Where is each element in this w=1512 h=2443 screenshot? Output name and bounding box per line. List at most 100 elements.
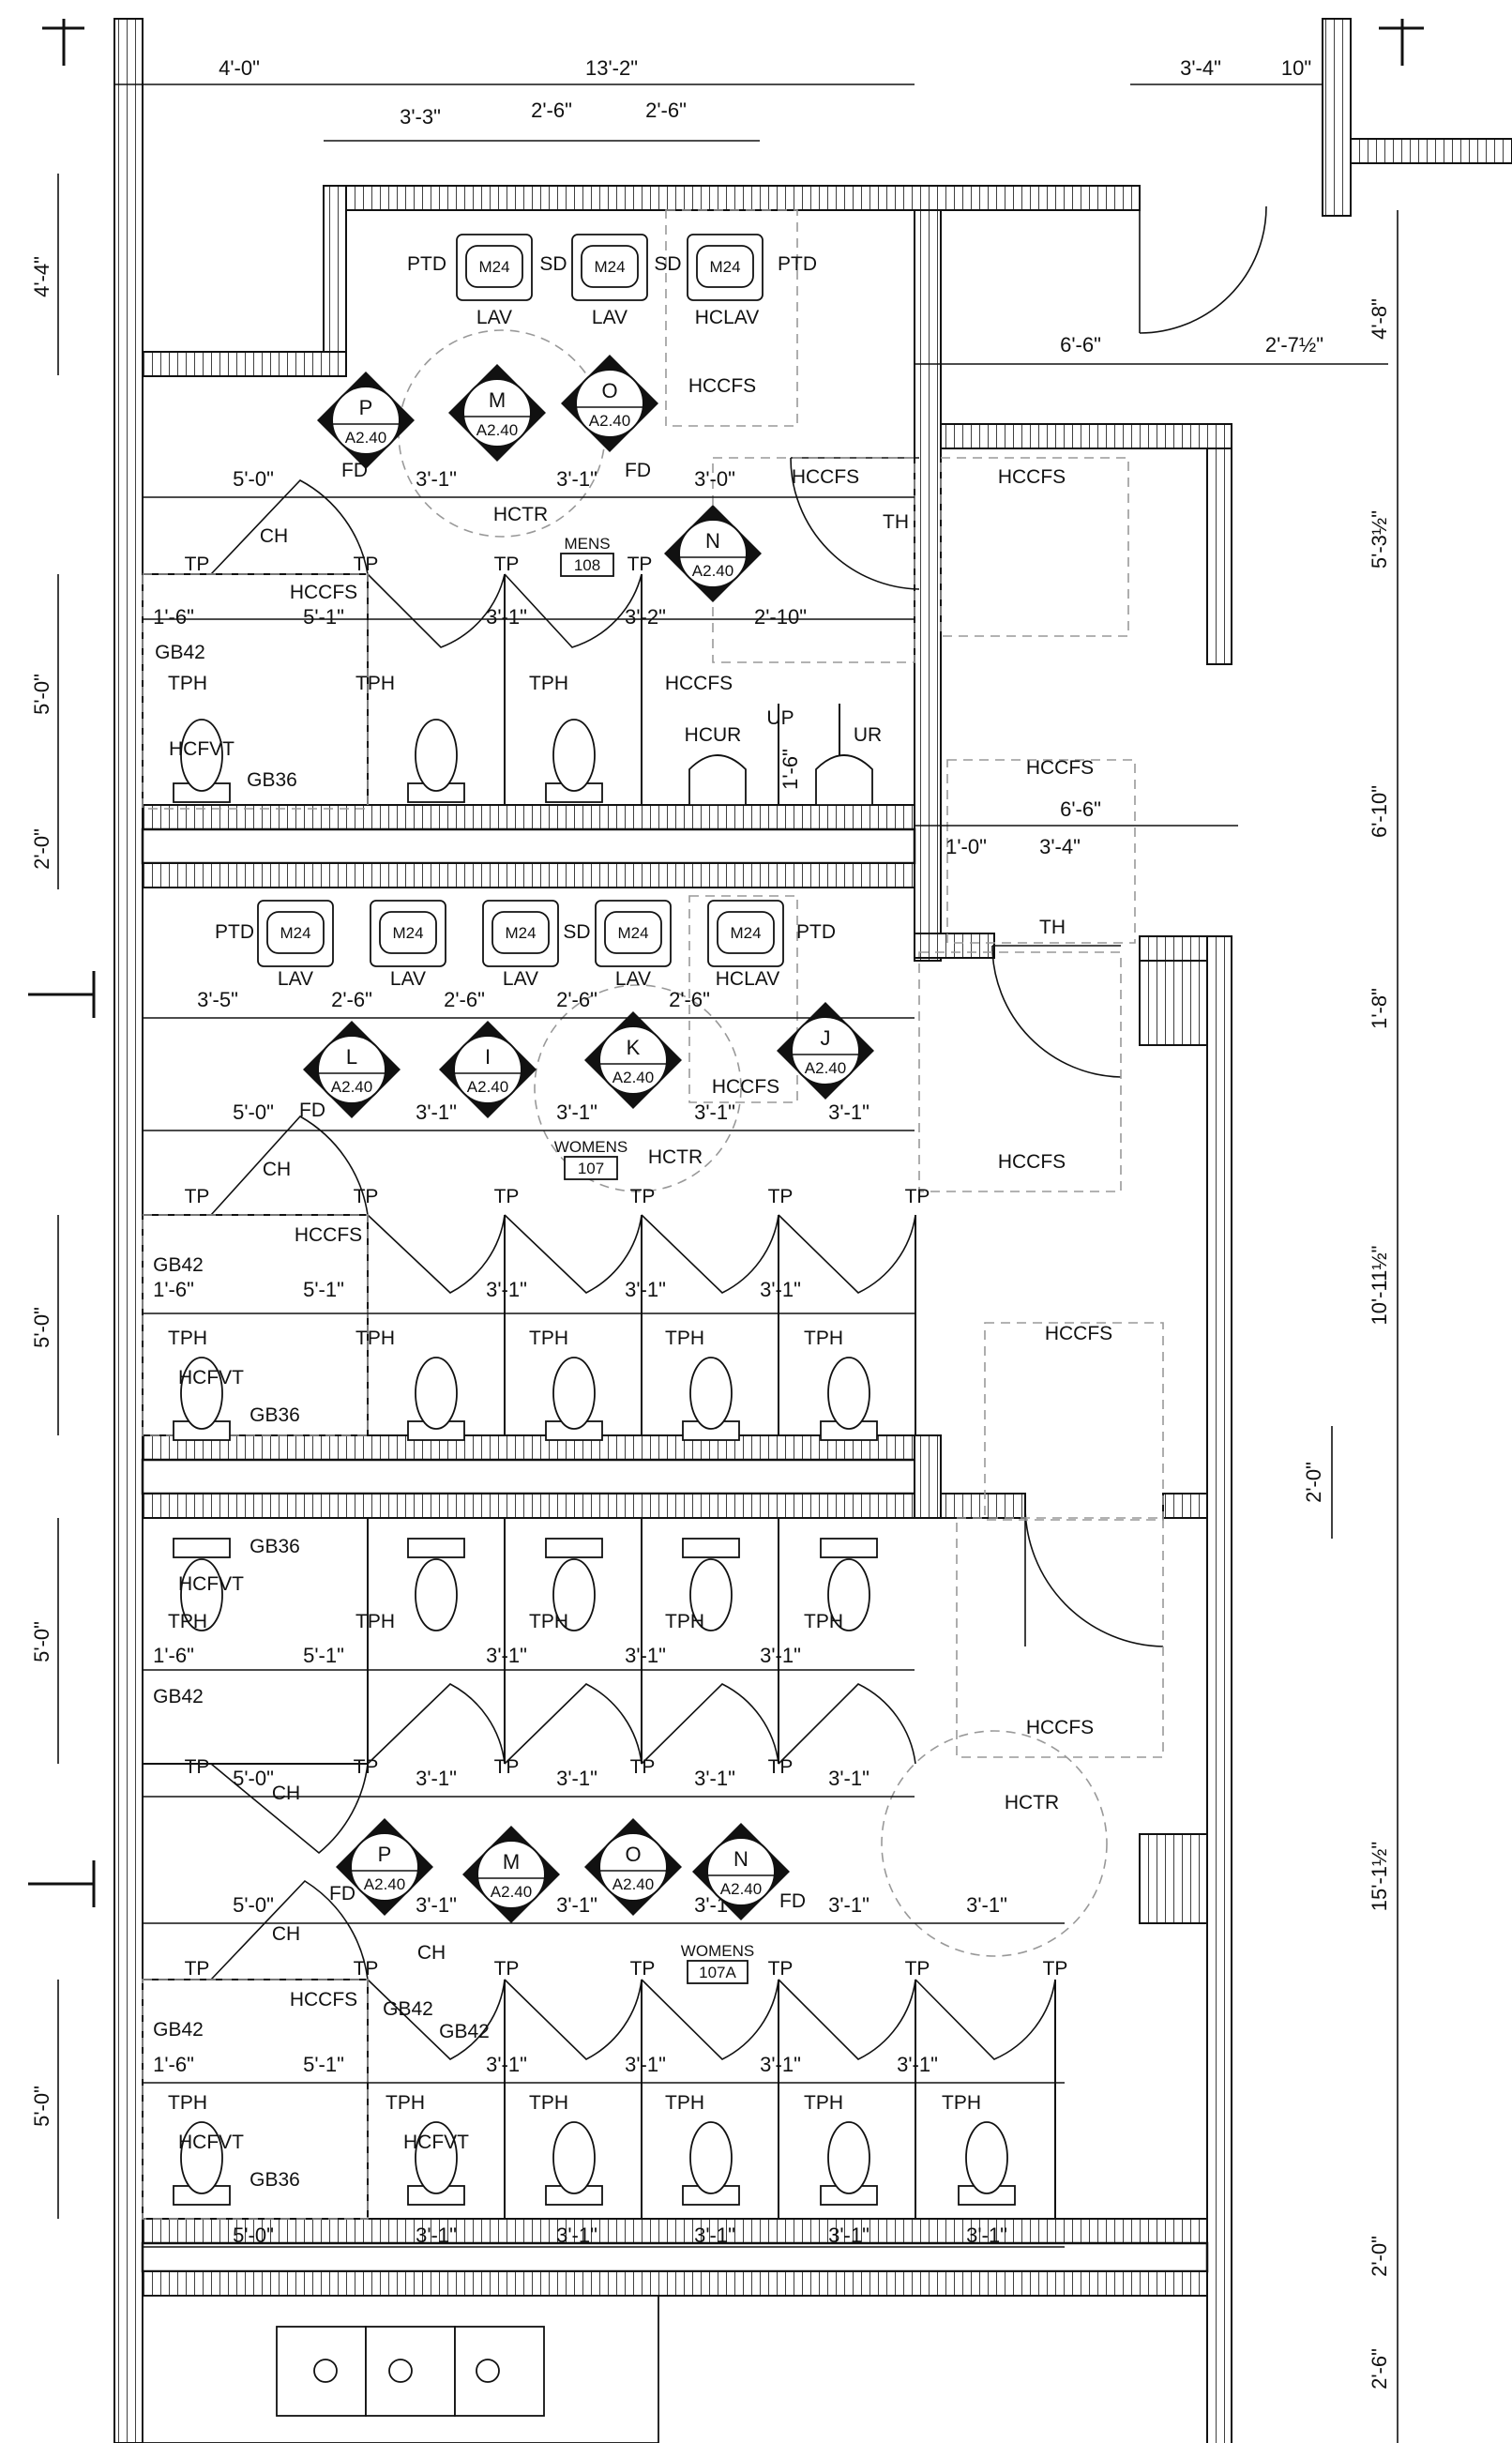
east-column-1: [1139, 960, 1208, 1046]
tp-label: TP: [768, 1958, 794, 1980]
dim-mens-stall: 1'-6": [153, 605, 194, 629]
lav-tag: M24: [505, 924, 536, 942]
gb36-label: GB36: [247, 769, 297, 791]
fd-label: FD: [329, 1883, 355, 1904]
tp-label: TP: [494, 1186, 520, 1207]
dim-top-3: 10": [1281, 56, 1311, 80]
dim-mens-stall: 3'-1": [486, 605, 527, 629]
ch-label: CH: [417, 1942, 446, 1964]
hccfs-label: HCCFS: [290, 1989, 357, 2011]
ch-label: CH: [263, 1159, 291, 1180]
dim-w3-stall: 3'-1": [760, 2053, 801, 2076]
dim-top-4: 3'-3": [400, 105, 441, 129]
gb42-label: GB42: [153, 1254, 204, 1276]
dim-left-4: 5'-0": [30, 1621, 53, 1662]
toilet: [407, 1538, 465, 1631]
dimension-lines: [57, 83, 1399, 2443]
tph-label: TPH: [355, 1328, 395, 1349]
room-number-107: 107: [578, 1160, 604, 1177]
dim-left-1: 5'-0": [30, 674, 53, 715]
hccfs-label: HCCFS: [792, 466, 859, 488]
dim-right-7: 2'-0": [1368, 2236, 1391, 2277]
sd-label: SD: [654, 253, 681, 275]
tph-label: TPH: [529, 1328, 568, 1349]
dim-w-row: 3'-1": [828, 1100, 869, 1124]
lav: [257, 900, 334, 967]
dim-w3-stall: 5'-1": [303, 2053, 344, 2076]
section-bubbles: PA2.40MA2.40OA2.40NA2.40LA2.40IA2.40KA2.…: [303, 355, 874, 1923]
tp-label: TP: [494, 1958, 520, 1980]
gb42-label: GB42: [383, 1998, 433, 2020]
toilet: [820, 1357, 878, 1441]
plumbing-wall-top: [142, 804, 915, 830]
hcur-fixture: [688, 754, 747, 806]
toilet: [173, 2121, 231, 2206]
tph-label: TPH: [168, 1328, 207, 1349]
dim-bottom-row: 3'-1": [828, 2223, 869, 2247]
dim-w-row: 3'-1": [416, 1100, 457, 1124]
dim-right-5: 2'-0": [1302, 1462, 1325, 1503]
lav-tag: M24: [730, 924, 761, 942]
bubble-sheet: A2.40: [364, 1875, 405, 1893]
hccfs-label: HCCFS: [1026, 1717, 1094, 1738]
bubble-letter: P: [359, 396, 373, 419]
bubble-sheet: A2.40: [467, 1078, 508, 1096]
dim-top-6: 2'-6": [645, 99, 687, 122]
plumbing-chase-1: [141, 827, 916, 865]
tp-label: TP: [905, 1186, 930, 1207]
dim-right-0: 4'-8": [1368, 298, 1391, 340]
hctr-label: HCTR: [648, 1146, 703, 1168]
lav-tag: M24: [280, 924, 310, 942]
tph-label: TPH: [355, 673, 395, 694]
dim-w2-stall: 3'-1": [625, 1644, 666, 1667]
dim-w3-row: 3'-1": [416, 1893, 457, 1917]
tp-label: TP: [630, 1756, 656, 1778]
lav-label: LAV: [278, 968, 313, 990]
tp-label: TP: [768, 1186, 794, 1207]
hccfs-label: HCCFS: [688, 375, 756, 397]
tph-label: TPH: [529, 1611, 568, 1632]
bubble-sheet: A2.40: [491, 1883, 532, 1901]
dim-w-stall: 3'-1": [625, 1278, 666, 1301]
tph-label: TPH: [168, 2092, 207, 2114]
bubble-letter: I: [485, 1045, 491, 1069]
gb36-label: GB36: [249, 2169, 300, 2191]
th-label: TH: [1039, 917, 1066, 938]
dim-bottom-row: 3'-1": [694, 2223, 735, 2247]
ur-fixture: [815, 754, 873, 806]
dim-w-stall: 3'-1": [760, 1278, 801, 1301]
hccfs-label: HCCFS: [1026, 757, 1094, 779]
plumbing-chase-3: [141, 2241, 1209, 2273]
dim-w2-row: 5'-0": [233, 1767, 274, 1790]
dim-bottom-row: 5'-0": [233, 2223, 274, 2247]
west-wall: [113, 18, 144, 2443]
ch-label: CH: [272, 1923, 300, 1945]
tph-label: TPH: [355, 1611, 395, 1632]
mens-east-wall: [914, 209, 942, 962]
hclav: [707, 900, 784, 967]
dim-w3-stall: 3'-1": [486, 2053, 527, 2076]
tp-label: TP: [627, 554, 653, 575]
gb42-label: GB42: [153, 1686, 204, 1707]
dim-left-2: 2'-0": [30, 828, 53, 870]
mens-north-wall: [323, 185, 1141, 211]
tph-label: TPH: [529, 673, 568, 694]
dim-top-0: 4'-0": [219, 56, 260, 80]
chase3-top: [142, 2218, 1208, 2244]
tp-label: TP: [905, 1958, 930, 1980]
dim-mens-row: 3'-1": [416, 467, 457, 491]
dimension-text: 4'-0" 13'-2" 3'-4" 10" 3'-3" 2'-6" 2'-6"…: [30, 56, 1391, 2390]
sd-label: SD: [539, 253, 567, 275]
tp-label: TP: [354, 1186, 379, 1207]
dim-w2-row: 3'-1": [556, 1767, 597, 1790]
hccfs-label: HCCFS: [998, 466, 1066, 488]
dim-w-lav: 2'-6": [669, 988, 710, 1011]
tph-label: TPH: [804, 1611, 843, 1632]
toilet: [545, 1357, 603, 1441]
plumbing-wall-bottom: [142, 862, 915, 888]
lav: [595, 900, 672, 967]
chase2-bottom: [142, 1493, 941, 1519]
toilet: [173, 719, 231, 803]
lav: [456, 234, 533, 301]
ptd-label: PTD: [778, 253, 817, 275]
